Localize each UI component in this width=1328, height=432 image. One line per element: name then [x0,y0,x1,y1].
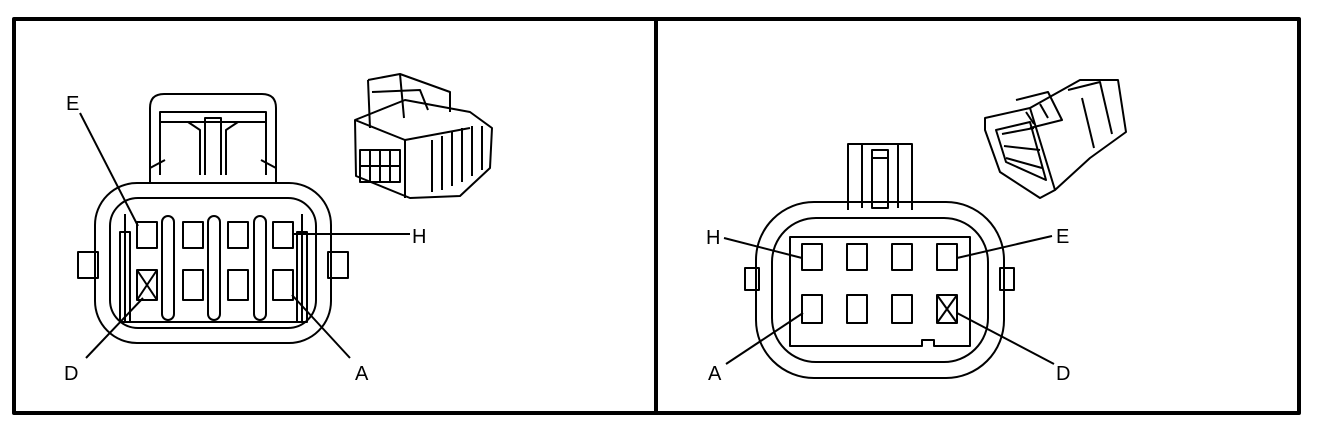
left-latch [149,93,277,183]
left-cavity-a [272,269,294,301]
right-housing-outer [755,201,1005,379]
right-connector-perspective [984,79,1127,199]
right-cavity-d-plugged [936,294,958,324]
right-cavity-e [936,243,958,271]
right-label-d: D [1056,363,1070,385]
right-side-tab-right [999,267,1015,291]
callout-labels: E H D A H E A D [64,93,1070,385]
left-label-h: H [412,226,426,248]
right-housing-inner [771,217,989,363]
left-cavity [227,269,249,301]
right-cavity [846,243,868,271]
left-panel-frame [12,17,658,415]
left-side-tab-right [327,251,349,279]
right-label-e: E [1056,226,1069,248]
right-cavity [891,243,913,271]
right-cavity [891,294,913,324]
left-label-e: E [66,93,79,115]
left-cavity-e [136,221,158,249]
left-leader-lines [79,112,410,359]
right-cavity-a [801,294,823,324]
right-connector-face [744,143,1015,379]
left-label-d: D [64,363,78,385]
right-label-h: H [706,227,720,249]
left-connector-face [77,93,349,344]
left-label-a: A [355,363,369,385]
left-side-tab-left [77,251,99,279]
left-housing-inner [109,197,317,329]
right-label-a: A [708,363,722,385]
right-leader-lines [723,235,1055,365]
left-cavity [182,269,204,301]
left-cavity [182,221,204,249]
left-cavity-h [272,221,294,249]
left-cavity [227,221,249,249]
right-cavity [846,294,868,324]
right-side-tab-left [744,267,760,291]
right-cavity-h [801,243,823,271]
left-cavity-d-plugged [136,269,158,301]
right-latch [847,143,913,210]
left-connector-perspective [354,73,493,199]
left-housing-outer [94,182,332,344]
right-panel-frame [654,17,1301,415]
